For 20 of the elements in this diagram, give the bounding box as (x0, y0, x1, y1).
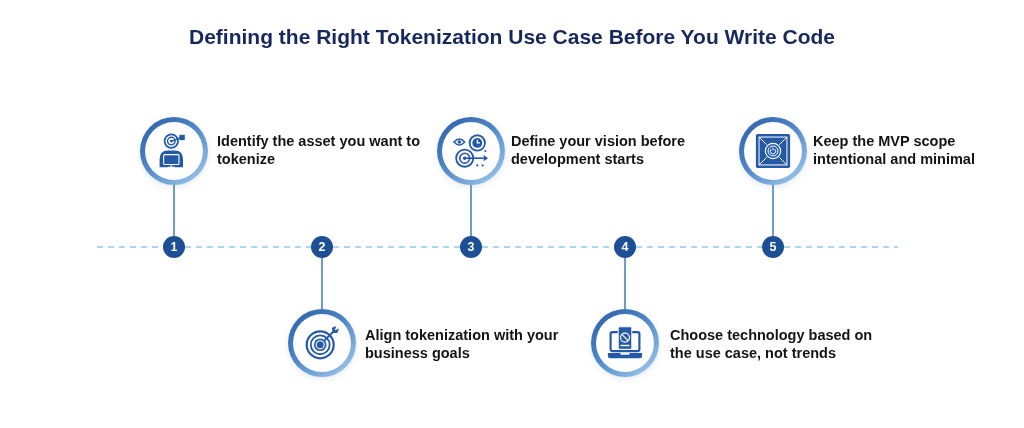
step-description: Choose technology based on the use case, not trends (670, 326, 874, 362)
step-number: 5 (762, 236, 784, 258)
step-number: 1 (163, 236, 185, 258)
step-description: Align tokenization with your business goals (365, 326, 560, 362)
dashed-timeline-line (635, 246, 763, 248)
dashed-timeline-line (184, 246, 312, 248)
connector-line (624, 257, 626, 310)
connector-line (470, 184, 472, 237)
connector-line (173, 184, 175, 237)
step-number: 3 (460, 236, 482, 258)
step-description: Keep the MVP scope intentional and minimal (813, 132, 976, 168)
dashed-timeline-line (783, 246, 899, 248)
step-description: Define your vision before development starts (511, 132, 687, 168)
step-number: 2 (311, 236, 333, 258)
dashed-timeline-line (332, 246, 461, 248)
connector-line (772, 184, 774, 237)
connector-line (321, 257, 323, 310)
step-number: 4 (614, 236, 636, 258)
step-description: Identify the asset you want to tokenize (217, 132, 422, 168)
title: Defining the Right Tokenization Use Case Before You Write Code (189, 24, 835, 50)
